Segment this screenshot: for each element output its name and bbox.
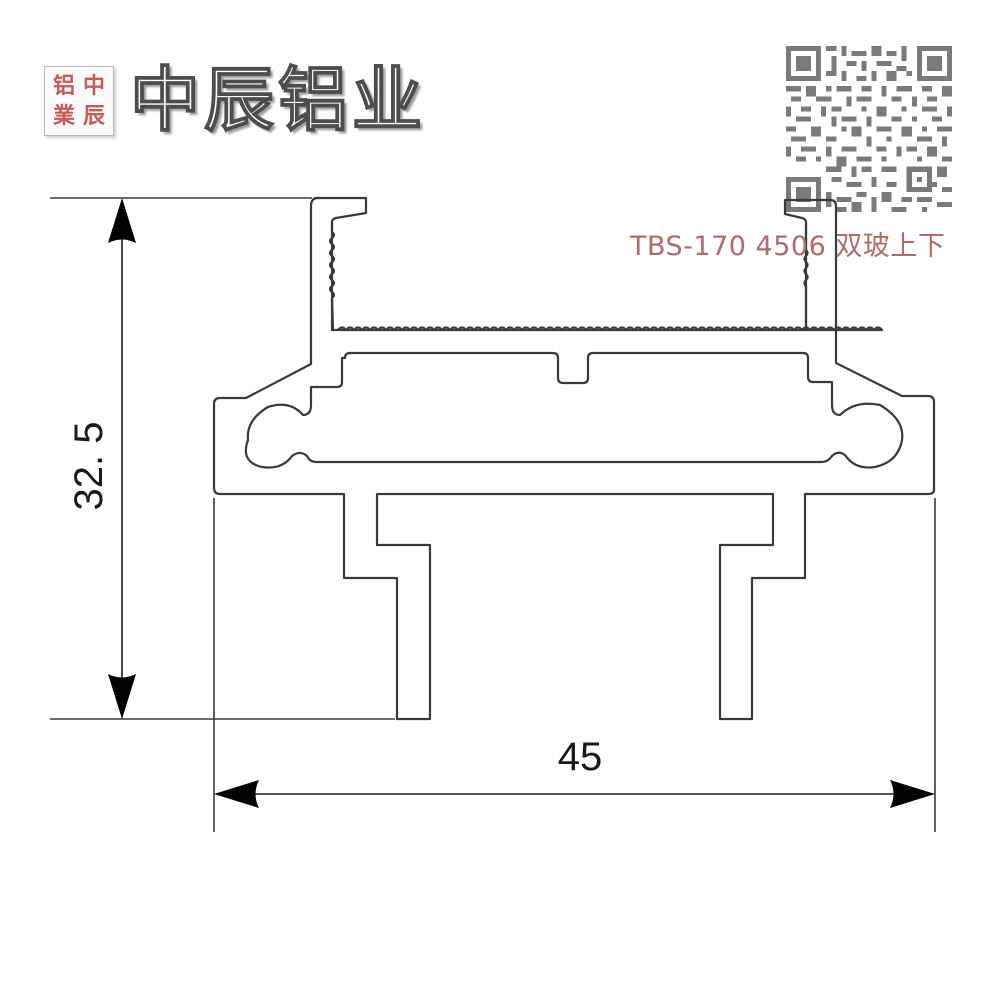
brand-name: 中辰铝业	[129, 59, 426, 141]
profile-outer-outline	[212, 196, 936, 721]
serrated-channel-right	[803, 225, 809, 330]
width-dimension-label: 45	[557, 735, 603, 779]
height-dimension	[108, 198, 136, 719]
part-label: TBS-170 4506 双玻上下	[630, 231, 946, 262]
serrated-channel	[328, 222, 336, 331]
stamp-char: 铝	[52, 73, 75, 99]
qr-code-icon	[786, 46, 952, 212]
height-dimension-label: 32. 5	[67, 421, 111, 511]
width-dimension	[214, 780, 935, 808]
hollow-chamber	[244, 351, 904, 469]
stamp-char: 中	[82, 73, 105, 99]
serrated-channel-floor	[337, 326, 884, 332]
stamp-char: 業	[52, 103, 75, 129]
logo-stamp: 铝 中 業 辰	[44, 66, 114, 136]
stamp-char: 辰	[82, 103, 105, 129]
